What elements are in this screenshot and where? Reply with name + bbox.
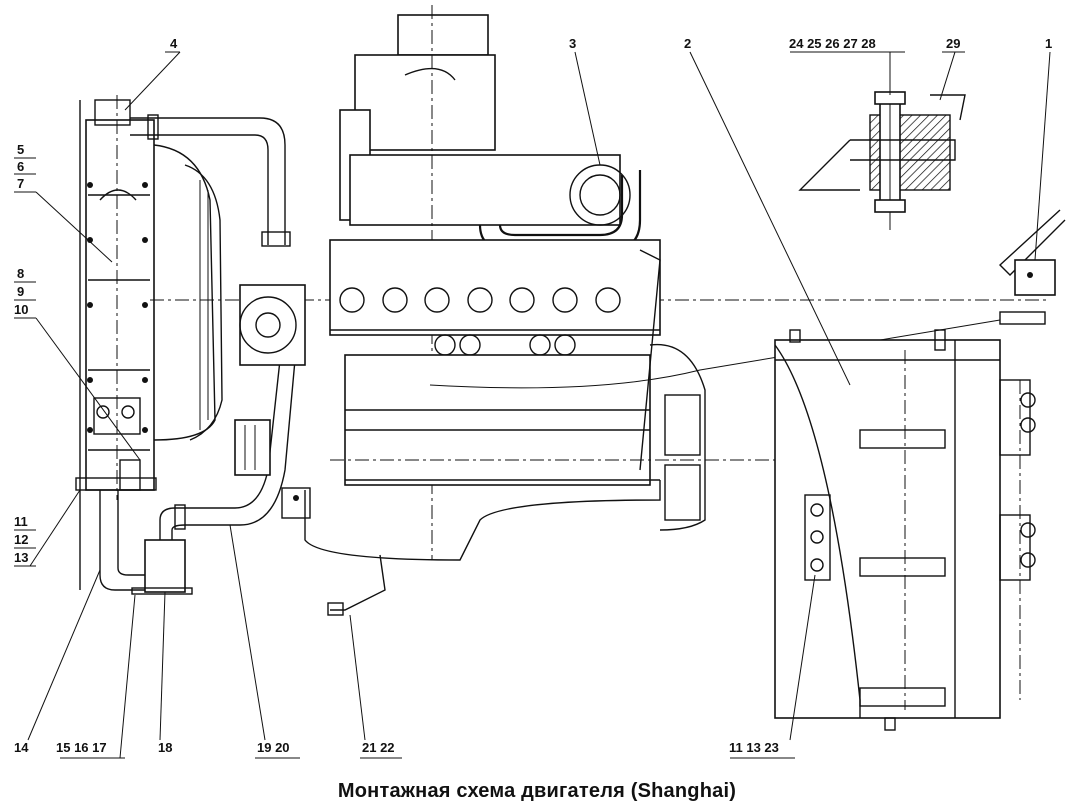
callout-6: 6 [17, 159, 24, 174]
callout-19-20: 19 20 [257, 740, 290, 755]
callout-4: 4 [170, 36, 178, 51]
radiator [75, 95, 157, 590]
callout-7: 7 [17, 176, 24, 191]
callout-11-13-23: 11 13 23 [729, 740, 779, 755]
throttle-cable [429, 319, 1001, 389]
upper-hose [130, 114, 291, 247]
callout-24-28: 24 25 26 27 28 [789, 36, 876, 51]
callout-29: 29 [946, 36, 960, 51]
callout-21-22: 21 22 [362, 740, 395, 755]
callout-3: 3 [569, 36, 576, 51]
callout-14: 14 [14, 740, 29, 755]
lower-hose [99, 359, 296, 595]
engine-block [234, 5, 860, 616]
callout-9: 9 [17, 284, 24, 299]
callout-5: 5 [17, 142, 24, 157]
callout-18: 18 [158, 740, 172, 755]
callout-8: 8 [17, 266, 24, 281]
callout-10: 10 [14, 302, 28, 317]
callout-1: 1 [1045, 36, 1052, 51]
callout-13: 13 [14, 550, 28, 565]
cylinder-ports [339, 287, 621, 313]
leader-lines [14, 51, 1051, 759]
bolt-joint-detail [798, 90, 966, 230]
callout-12: 12 [14, 532, 28, 547]
callout-2: 2 [684, 36, 691, 51]
callout-15-16-17: 15 16 17 [56, 740, 107, 755]
callout-11: 11 [14, 514, 28, 529]
callout-labels: 1 2 3 4 5 6 7 8 9 10 11 12 13 14 15 16 1… [14, 36, 1052, 755]
diagram-caption: Монтажная схема двигателя (Shanghai) [337, 780, 737, 802]
fuel-tank [774, 329, 1036, 731]
throttle-pedal [998, 209, 1066, 325]
